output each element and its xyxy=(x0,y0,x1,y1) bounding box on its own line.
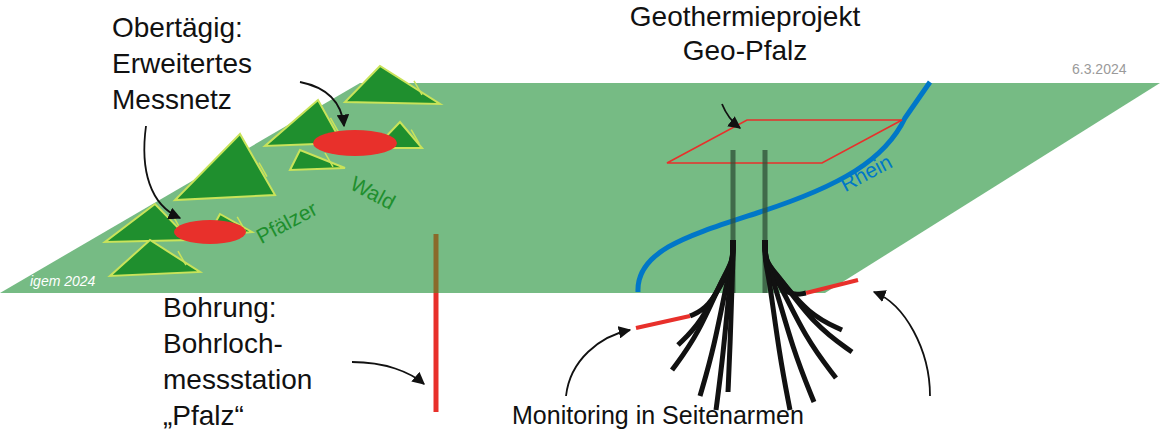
side-arm xyxy=(765,240,814,402)
project-area xyxy=(667,120,902,163)
surface-label: Obertägig: Erweitertes Messnetz xyxy=(112,10,252,118)
tree-highlight xyxy=(414,81,422,95)
side-arm xyxy=(716,240,733,410)
river xyxy=(638,82,930,292)
tree xyxy=(110,240,200,276)
watermark: igem 2024 xyxy=(30,272,95,290)
tree xyxy=(345,66,440,104)
tree-highlight xyxy=(178,251,186,265)
monitoring-segment xyxy=(806,280,858,293)
side-arm xyxy=(765,240,790,410)
borehole-label: Bohrung: Bohrloch- messstation „Pfalz“ xyxy=(163,290,312,434)
measurement-area xyxy=(313,130,397,156)
tree xyxy=(175,134,275,200)
date-label: 6.3.2024 xyxy=(1072,60,1127,78)
project-label: Geothermieprojekt Geo-Pfalz xyxy=(615,0,875,68)
measurement-area xyxy=(174,220,246,244)
monitoring-segment xyxy=(636,316,690,328)
tree-highlight xyxy=(325,153,333,167)
monitoring-label: Monitoring in Seitenarmen xyxy=(512,400,804,430)
borehole xyxy=(434,293,439,412)
tree-highlight xyxy=(259,163,267,177)
tree-highlight xyxy=(330,118,338,132)
side-arm xyxy=(728,240,733,392)
borehole-upper xyxy=(434,234,439,293)
tree-highlight xyxy=(411,130,419,144)
